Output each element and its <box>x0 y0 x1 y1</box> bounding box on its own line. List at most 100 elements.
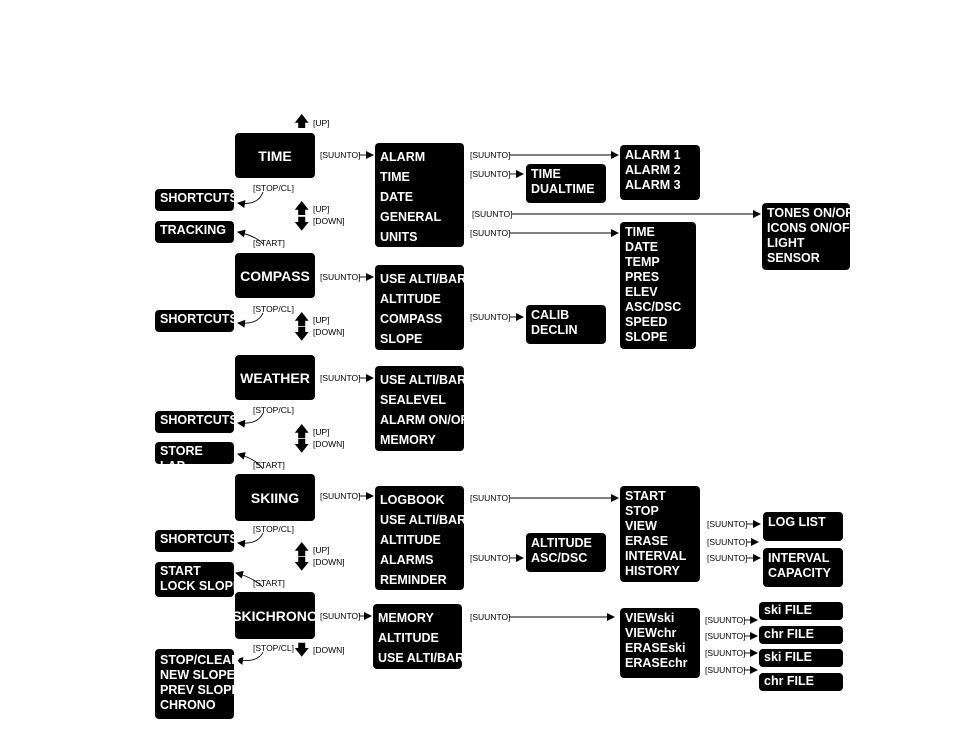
submenu-item: SPEED <box>625 315 668 329</box>
submenu-item: ALARM 3 <box>625 178 681 192</box>
up-label: [UP] <box>313 427 330 437</box>
log-list-box: LOG LIST <box>763 512 843 541</box>
menu-item: ALARM <box>380 150 426 164</box>
submenu-item: PRES <box>625 270 660 284</box>
menu-item: USE ALTI/BARO <box>378 651 474 665</box>
submenu-item: ERASE <box>625 534 669 548</box>
start-label: [START] <box>253 578 285 588</box>
submenu-item: VIEWchr <box>625 626 677 640</box>
submenu-item: TIME <box>531 167 561 181</box>
menu-item: USE ALTI/BARO <box>380 513 476 527</box>
start-lock-line: LOCK SLOPE <box>160 579 242 593</box>
menu-item: ALTITUDE <box>380 533 441 547</box>
menu-item: ALARMS <box>380 553 434 567</box>
alarm-list: ALARM 1 ALARM 2 ALARM 3 <box>620 145 700 200</box>
menu-item: GENERAL <box>380 210 442 224</box>
suunto-label: [SUUNTO] <box>470 612 511 622</box>
time-menu: ALARM TIME DATE GENERAL UNITS <box>375 143 464 247</box>
stop-clear-box: STOP/CLEAR NEW SLOPE PREV SLOPE CHRONO <box>155 649 240 719</box>
shortcuts-box: SHORTCUTS <box>155 310 238 332</box>
suunto-label: [SUUNTO] <box>320 491 361 501</box>
menu-item: USE ALTI/BARO <box>380 272 476 286</box>
suunto-label: [SUUNTO] <box>707 537 748 547</box>
logbook-list: START STOP VIEW ERASE INTERVAL HISTORY <box>620 486 700 582</box>
stopcl-label: [STOP/CL] <box>253 405 294 415</box>
down-arrow-icon: 🡇 <box>294 555 310 573</box>
down-label: [DOWN] <box>313 439 345 449</box>
suunto-label: [SUUNTO] <box>470 150 511 160</box>
menu-item: MEMORY <box>380 433 436 447</box>
submenu-item: ALTITUDE <box>531 536 592 550</box>
general-list: TONES ON/OFF ICONS ON/OFF LIGHT SENSOR <box>762 203 861 270</box>
weather-menu: USE ALTI/BARO SEALEVEL ALARM ON/OFF MEMO… <box>375 366 476 451</box>
units-list: TIME DATE TEMP PRES ELEV ASC/DSC SPEED S… <box>620 222 696 349</box>
alarms-sub-box: ALTITUDE ASC/DSC <box>526 533 606 572</box>
suunto-label: [SUUNTO] <box>320 272 361 282</box>
menu-item: TIME <box>380 170 410 184</box>
dualtime-box: TIME DUALTIME <box>526 164 606 203</box>
down-arrow-icon: 🡇 <box>294 437 310 455</box>
suunto-label: [SUUNTO] <box>320 150 361 160</box>
up-arrow-icon: 🡅 <box>294 540 310 558</box>
up-arrow-icon: 🡅 <box>294 422 310 440</box>
submenu-item: DUALTIME <box>531 182 595 196</box>
up-arrow-icon: 🡅 <box>294 112 310 130</box>
skiing-menu: LOGBOOK USE ALTI/BARO ALTITUDE ALARMS RE… <box>375 486 476 590</box>
submenu-item: DATE <box>625 240 659 254</box>
submenu-item: SLOPE <box>625 330 668 344</box>
submenu-item: ALARM 1 <box>625 148 681 162</box>
down-label: [DOWN] <box>313 645 345 655</box>
down-label: [DOWN] <box>313 557 345 567</box>
menu-item: COMPASS <box>380 312 443 326</box>
file-list-box: chr FILE LIST <box>759 673 843 703</box>
suunto-label: [SUUNTO] <box>707 519 748 529</box>
tracking-box: TRACKING <box>155 221 234 243</box>
submenu-item: START <box>625 489 666 503</box>
mode-weather: WEATHER <box>235 355 315 400</box>
start-lock-line: START <box>160 564 201 578</box>
submenu-item: ERASEchr <box>625 656 688 670</box>
submenu-item: ELEV <box>625 285 658 299</box>
interval-capacity-box: INTERVAL CAPACITY <box>763 548 843 587</box>
submenu-item: SENSOR <box>767 251 820 265</box>
suunto-label: [SUUNTO] <box>705 615 746 625</box>
down-arrow-icon: 🡇 <box>294 325 310 343</box>
menu-item: SEALEVEL <box>380 393 446 407</box>
start-lock-slope-box: START LOCK SLOPE <box>155 562 242 597</box>
up-arrow-icon: 🡅 <box>294 199 310 217</box>
menu-item: SLOPE <box>380 332 423 346</box>
up-arrow-icon: 🡅 <box>294 310 310 328</box>
stopcl-label: [STOP/CL] <box>253 183 294 193</box>
submenu-item: DECLIN <box>531 323 578 337</box>
suunto-label: [SUUNTO] <box>470 169 511 179</box>
menu-item: UNITS <box>380 230 418 244</box>
suunto-label: [SUUNTO] <box>707 553 748 563</box>
suunto-label: [SUUNTO] <box>320 611 361 621</box>
menu-item: MEMORY <box>378 611 434 625</box>
menu-item: DATE <box>380 190 414 204</box>
menu-item: ALTITUDE <box>380 292 441 306</box>
up-label: [UP] <box>313 118 330 128</box>
file-list-box: chr FILE LIST <box>759 626 843 656</box>
suunto-label: [SUUNTO] <box>472 209 513 219</box>
suunto-label: [SUUNTO] <box>470 493 511 503</box>
up-label: [UP] <box>313 204 330 214</box>
mode-time: TIME <box>235 133 315 178</box>
mode-compass: COMPASS <box>235 253 315 298</box>
up-label: [UP] <box>313 545 330 555</box>
stop-clear-line: PREV SLOPE <box>160 683 240 697</box>
submenu-item: TIME <box>625 225 655 239</box>
suunto-label: [SUUNTO] <box>470 228 511 238</box>
suunto-label: [SUUNTO] <box>320 373 361 383</box>
file-list-box: ski FILE LIST <box>759 649 843 679</box>
memory-list: VIEWski VIEWchr ERASEski ERASEchr <box>620 608 700 678</box>
up-label: [UP] <box>313 315 330 325</box>
down-arrow-icon: 🡇 <box>294 641 310 659</box>
submenu-item: INTERVAL <box>768 551 830 565</box>
suunto-label: [SUUNTO] <box>470 553 511 563</box>
suunto-label: [SUUNTO] <box>705 631 746 641</box>
start-label: [START] <box>253 460 285 470</box>
suunto-label: [SUUNTO] <box>705 665 746 675</box>
shortcuts-box: SHORTCUTS <box>155 189 238 211</box>
